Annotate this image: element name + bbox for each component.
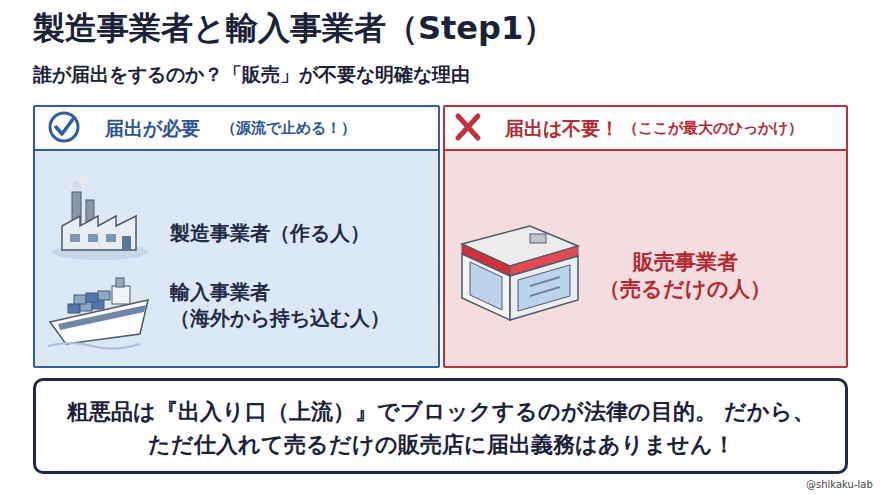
watermark: @shikaku-lab <box>806 478 873 491</box>
conclusion-text: 粗悪品は『出入り口（上流）』でブロックするのが法律の目的。 だから、ただ仕入れて… <box>56 395 826 461</box>
conclusion-box: 粗悪品は『出入り口（上流）』でブロックするのが法律の目的。 だから、ただ仕入れて… <box>33 378 848 474</box>
subtitle: 誰が届出をするのか？「販売」が不要な明確な理由 <box>33 62 470 87</box>
panel-heading: 届出が必要 <box>105 116 200 141</box>
entity-label: 販売事業者 （売るだけの人） <box>585 249 785 304</box>
panel-subheading: （ここが最大のひっかけ） <box>623 119 803 139</box>
required-panel: 届出が必要 （源流で止める！） 製造事業者（作る人） 輸入事業者 （海外から持ち込む人… <box>33 105 440 368</box>
entity-label: 輸入事業者 （海外から持ち込む人） <box>170 279 410 331</box>
panel-heading: 届出は不要！ <box>505 116 619 141</box>
panel-subheading: （源流で止める！） <box>221 119 356 139</box>
entity-label: 製造事業者（作る人） <box>170 220 370 246</box>
not-required-panel: 届出は不要！（ここが最大のひっかけ） 販売事業者 （売るだけの人） <box>443 105 848 368</box>
title: 製造事業者と輸入事業者（Step1） <box>33 8 555 50</box>
